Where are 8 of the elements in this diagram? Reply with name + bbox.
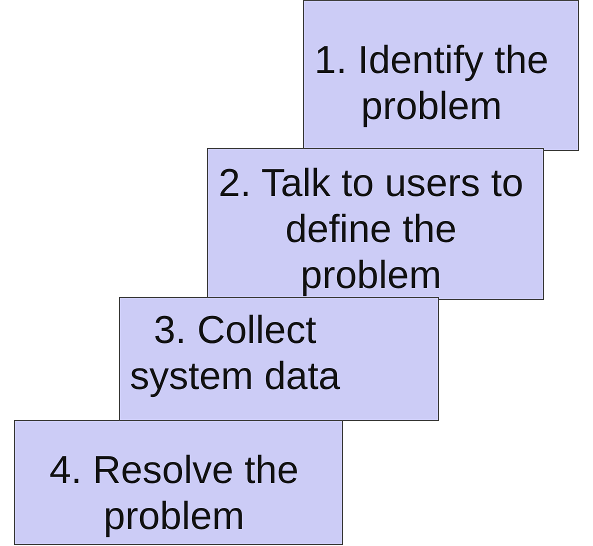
step-box bbox=[303, 0, 579, 151]
step-label: 1. Identify the problem bbox=[313, 38, 550, 130]
step-label: 3. Collect system data bbox=[128, 308, 342, 400]
step-label: 4. Resolve the problem bbox=[48, 448, 300, 540]
step-box bbox=[14, 420, 343, 545]
step-box bbox=[207, 148, 544, 300]
step-box bbox=[119, 297, 439, 421]
step-label: 2. Talk to users to define the problem bbox=[218, 161, 524, 299]
